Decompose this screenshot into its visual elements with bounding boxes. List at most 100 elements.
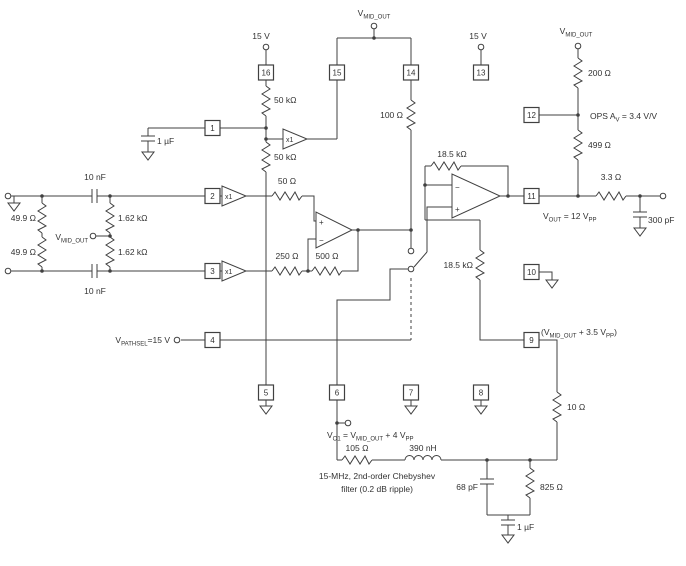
pin-number: 1 bbox=[210, 124, 215, 133]
ground-icon bbox=[501, 534, 515, 544]
label-r49r9-bottom: 49.9 Ω bbox=[11, 247, 36, 257]
label-vmid-right: VMID_OUT bbox=[560, 26, 593, 39]
terminal-input-plus bbox=[4, 192, 12, 200]
resistor-825 bbox=[525, 467, 535, 499]
label-vpathsel: VPATHSEL=15 V bbox=[115, 335, 170, 348]
label-ops-gain: OPS AV = 3.4 V/V bbox=[590, 111, 657, 124]
label-c10nf-bottom: 10 nF bbox=[84, 286, 106, 296]
pin-11-box: 11 bbox=[523, 187, 540, 205]
capacitor-1uf-left bbox=[140, 135, 156, 142]
label-r1k62-top: 1.62 kΩ bbox=[118, 213, 148, 223]
terminal-output bbox=[659, 192, 667, 200]
resistor-250 bbox=[271, 266, 303, 276]
pin-6-box: 6 bbox=[328, 384, 346, 401]
capacitor-1uf-bottom bbox=[500, 519, 516, 526]
pin-10-box: 10 bbox=[523, 263, 540, 281]
resistor-18k5-feedback bbox=[430, 161, 462, 171]
label-r200: 200 Ω bbox=[588, 68, 611, 78]
resistor-49r9-top bbox=[37, 202, 47, 234]
label-c1uf-bottom: 1 µF bbox=[517, 522, 534, 532]
ground-icon bbox=[7, 202, 21, 212]
capacitor-68pf bbox=[479, 478, 495, 485]
pin-boxes: 16 15 14 13 1 2 3 4 5 6 7 8 12 11 10 9 bbox=[204, 64, 540, 401]
buffer-x1-in-minus bbox=[221, 260, 248, 282]
pin-number: 14 bbox=[407, 69, 416, 78]
pin-number: 8 bbox=[479, 389, 484, 398]
ops-plus-sign: + bbox=[455, 205, 460, 214]
label-r1k62-bottom: 1.62 kΩ bbox=[118, 247, 148, 257]
pin-number: 11 bbox=[527, 192, 536, 201]
pin-3-box: 3 bbox=[204, 262, 221, 280]
opamp-d1 bbox=[315, 211, 354, 249]
ops-minus-sign: − bbox=[455, 183, 460, 192]
resistor-18k5-gain bbox=[475, 249, 485, 281]
label-vout: VOUT = 12 VPP bbox=[543, 211, 597, 224]
ground-icon bbox=[545, 279, 559, 289]
switch-throw-external bbox=[407, 265, 415, 273]
ground-icon bbox=[474, 405, 488, 415]
wires bbox=[11, 29, 660, 535]
wire-midscale-divider bbox=[147, 29, 482, 385]
resistor-10 bbox=[552, 391, 562, 423]
ground-icon bbox=[404, 405, 418, 415]
label-r18k5-feedback: 18.5 kΩ bbox=[437, 149, 467, 159]
resistor-50 bbox=[271, 191, 303, 201]
pin-5-box: 5 bbox=[257, 384, 275, 401]
pin-16-box: 16 bbox=[257, 64, 275, 81]
terminal-vmid-right bbox=[574, 42, 582, 50]
label-r3r3: 3.3 Ω bbox=[601, 172, 622, 182]
label-c68pf: 68 pF bbox=[456, 482, 478, 492]
capacitor-10nf-top bbox=[91, 188, 98, 204]
resistor-499 bbox=[573, 129, 583, 161]
label-r10: 10 Ω bbox=[567, 402, 585, 412]
resistor-100 bbox=[406, 99, 416, 131]
label-r499: 499 Ω bbox=[588, 140, 611, 150]
pin-1-box: 1 bbox=[204, 119, 221, 137]
label-vo1: VO1 = VMID_OUT + 4 VPP bbox=[327, 430, 414, 443]
resistor-50k-lower bbox=[261, 141, 271, 173]
label-r50k-lower: 50 kΩ bbox=[274, 152, 296, 162]
terminal-vmid-top bbox=[370, 22, 378, 30]
capacitors bbox=[91, 135, 648, 526]
label-r50: 50 Ω bbox=[278, 176, 296, 186]
label-c10nf-top: 10 nF bbox=[84, 172, 106, 182]
label-l390nh: 390 nH bbox=[409, 443, 436, 453]
label-r49r9-top: 49.9 Ω bbox=[11, 213, 36, 223]
label-c1uf-left: 1 µF bbox=[157, 136, 174, 146]
pin-number: 3 bbox=[210, 267, 215, 276]
terminal-vpathsel bbox=[173, 336, 181, 344]
label-r105: 105 Ω bbox=[346, 443, 369, 453]
wire-bottom-filter bbox=[181, 339, 558, 535]
label-r18k5-gain: 18.5 kΩ bbox=[443, 260, 473, 270]
pin-14-box: 14 bbox=[402, 64, 420, 81]
label-r825: 825 Ω bbox=[540, 482, 563, 492]
buffer-x1-in-plus bbox=[221, 185, 248, 207]
terminal-15v-left bbox=[262, 43, 270, 51]
resistor-200 bbox=[573, 57, 583, 89]
opamp-ops bbox=[451, 173, 502, 219]
label-vmid-top: VMID_OUT bbox=[358, 8, 391, 21]
inductor-390nh bbox=[404, 455, 442, 461]
pin-number: 7 bbox=[409, 389, 414, 398]
pin-number: 12 bbox=[527, 111, 536, 120]
ground-icon bbox=[259, 405, 273, 415]
pin-7-box: 7 bbox=[402, 384, 420, 401]
resistor-500 bbox=[311, 266, 343, 276]
ground-icon bbox=[141, 151, 155, 161]
pin-number: 10 bbox=[527, 268, 536, 277]
pin-number: 13 bbox=[477, 69, 486, 78]
pin-9-box: 9 bbox=[523, 331, 540, 349]
wire-d1-output-switch bbox=[336, 80, 452, 385]
terminal-vmid-left bbox=[89, 232, 97, 240]
wire-ops-stage bbox=[424, 49, 660, 341]
terminal-input-minus bbox=[4, 267, 12, 275]
pin-number: 6 bbox=[335, 389, 340, 398]
label-15v-left: 15 V bbox=[252, 31, 270, 41]
buffer-label: x1 bbox=[225, 269, 233, 276]
pin-4-box: 4 bbox=[204, 331, 221, 349]
pin-number: 16 bbox=[262, 69, 271, 78]
pin-15-box: 15 bbox=[328, 64, 346, 81]
label-r50k-upper: 50 kΩ bbox=[274, 95, 296, 105]
